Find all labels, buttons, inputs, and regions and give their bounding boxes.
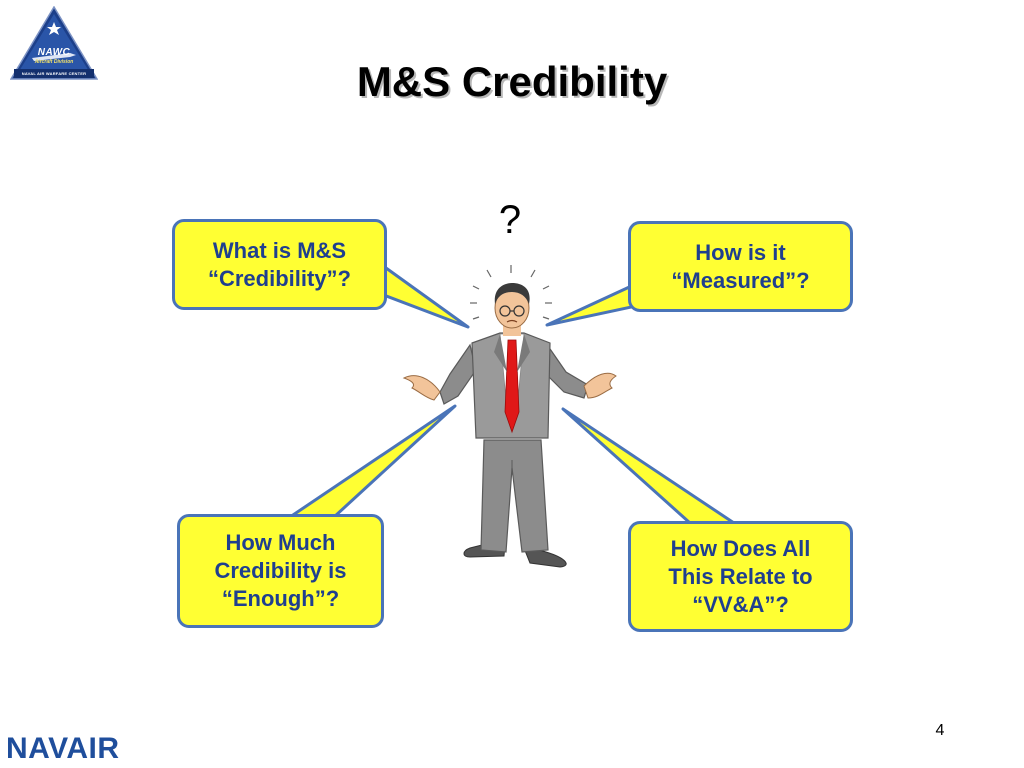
bubble-how-measured: How is it “Measured”? xyxy=(628,221,853,312)
confusion-lines-icon xyxy=(470,265,552,320)
bubble-pointer-bottom-left xyxy=(288,404,457,519)
slide-title: M&S Credibility xyxy=(356,58,668,105)
bubble-pointer-bottom-right xyxy=(561,407,736,525)
bubble-text: What is M&S “Credibility”? xyxy=(207,237,351,291)
bubble-how-much-enough: How Much Credibility is “Enough”? xyxy=(177,514,384,628)
bubble-what-is-credibility: What is M&S “Credibility”? xyxy=(172,219,387,310)
navair-brand: NAVAIR xyxy=(6,732,120,765)
page-number: 4 xyxy=(935,722,945,739)
bubble-relate-to-vva: How Does All This Relate to “VV&A”? xyxy=(628,521,853,632)
logo-main-text: NAWC xyxy=(37,47,71,58)
bubble-text: How is it “Measured”? xyxy=(671,239,810,293)
logo-triangle-icon xyxy=(9,5,99,80)
nawc-logo: NAWC Aircraft Division NAVAL AIR WARFARE… xyxy=(9,5,99,80)
logo-footer-text: NAVAL AIR WARFARE CENTER xyxy=(21,71,87,76)
logo-sub-text: Aircraft Division xyxy=(34,59,74,65)
bubble-text: How Much Credibility is “Enough”? xyxy=(214,530,347,611)
question-mark: ? xyxy=(498,198,522,242)
bubble-text: How Does All This Relate to “VV&A”? xyxy=(668,535,813,617)
